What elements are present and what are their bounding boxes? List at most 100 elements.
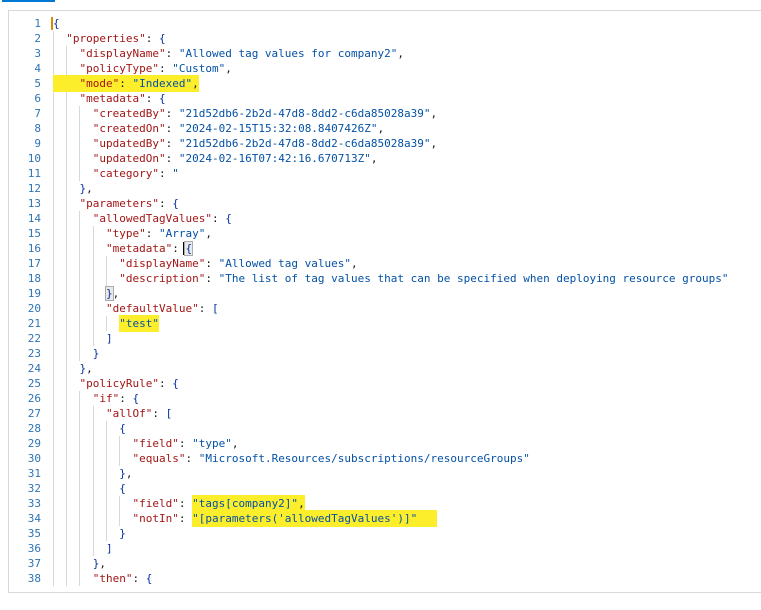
json-token: : (165, 152, 179, 165)
json-key: "updatedBy" (92, 137, 166, 150)
indent-guide (66, 241, 68, 256)
code-line: 14 "allowedTagValues": { (9, 211, 761, 226)
indent-guide (92, 421, 94, 436)
code-line: 34 "notIn": "[parameters('allowedTagValu… (9, 510, 761, 527)
json-editor[interactable]: 1{2 "properties": {3 "displayName": "All… (8, 10, 761, 593)
json-token (53, 137, 93, 150)
code-text: } (53, 526, 126, 541)
indent-guide (66, 406, 68, 421)
indent-guide (92, 226, 94, 241)
indent-guide (53, 181, 54, 196)
indent-guide (105, 271, 107, 286)
indent-guide (79, 406, 81, 421)
json-token: , (112, 287, 120, 300)
line-number: 33 (27, 497, 41, 510)
json-bracket: { (172, 377, 179, 390)
json-value: "The list of tag values that can be spec… (218, 272, 729, 285)
indent-guide (53, 511, 54, 526)
json-token: , (397, 47, 405, 60)
json-bracket: [ (211, 302, 219, 315)
indent-guide (105, 421, 107, 436)
indent-guide (53, 361, 54, 376)
json-key: "field" (132, 497, 179, 510)
indent-guide (53, 541, 54, 556)
indent-guide (66, 421, 68, 436)
code-line: 6 "metadata": { (9, 91, 761, 106)
active-tab-indicator[interactable] (2, 0, 55, 2)
json-value: "tags[company2]" (192, 495, 299, 512)
indent-guide (66, 151, 68, 166)
line-number: 2 (34, 32, 41, 45)
line-number: 11 (27, 167, 41, 180)
indent-guide (105, 256, 107, 271)
json-token (53, 527, 119, 540)
code-line: 10 "updatedOn": "2024-02-16T07:42:16.670… (9, 151, 761, 166)
code-line: 38 "then": { (9, 571, 761, 586)
code-text: "createdBy": "21d52db6-2b2d-47d8-8dd2-c6… (53, 106, 437, 121)
code-text: "displayName": "Allowed tag values", (53, 256, 358, 271)
indent-guide (79, 511, 81, 526)
line-number: 24 (27, 362, 41, 375)
line-number: 36 (27, 542, 41, 555)
code-text: "allOf": [ (53, 406, 172, 421)
json-bracket: { (132, 392, 140, 405)
code-text: "test" (53, 315, 159, 332)
indent-guide (53, 46, 54, 61)
code-text: "allowedTagValues": { (53, 211, 232, 226)
json-bracket: } (119, 527, 126, 540)
line-number: 38 (27, 572, 41, 585)
json-key: "category" (92, 167, 159, 180)
code-text: "policyType": "Custom", (53, 61, 232, 76)
line-number: 12 (27, 182, 41, 195)
json-token: : (145, 32, 159, 45)
code-line: 36 ] (9, 541, 761, 556)
indent-guide (66, 211, 68, 226)
code-text: "field": "type", (53, 436, 238, 451)
indent-guide (79, 331, 81, 346)
code-text: { (53, 16, 60, 31)
indent-guide (66, 61, 68, 76)
json-token (53, 152, 93, 165)
indent-guide (66, 361, 68, 376)
line-number: 23 (27, 347, 41, 360)
indent-guide (105, 481, 107, 496)
line-number: 34 (27, 512, 41, 525)
json-token: , (298, 495, 305, 512)
indent-guide (79, 316, 81, 331)
line-number: 1 (34, 17, 41, 30)
json-bracket: { (119, 482, 126, 495)
code-text: "then": { (53, 571, 152, 586)
indent-guide (66, 556, 68, 571)
indent-guide (92, 481, 94, 496)
indent-guide (105, 511, 107, 526)
code-text: "category": " (53, 166, 179, 181)
json-token: : (185, 452, 199, 465)
json-token: , (225, 62, 232, 75)
indent-guide (66, 181, 68, 196)
json-key: "allowedTagValues" (92, 212, 212, 225)
indent-guide (79, 151, 81, 166)
code-text: "type": "Array", (53, 226, 212, 241)
code-text: }, (53, 556, 106, 571)
json-token: , (192, 75, 199, 92)
json-value: "2024-02-15T15:32:08.8407426Z" (178, 122, 378, 135)
json-bracket: { (145, 572, 153, 585)
json-bracket: } (92, 557, 100, 570)
code-line: 19 }, (9, 286, 761, 301)
line-number: 35 (27, 527, 41, 540)
indent-guide (79, 256, 81, 271)
indent-guide (66, 286, 68, 301)
code-line: 16 "metadata": { (9, 241, 761, 256)
indent-guide (53, 496, 54, 511)
code-text: }, (53, 181, 93, 196)
indent-guide (53, 376, 54, 391)
json-bracket: { (185, 242, 193, 255)
json-key: "allOf" (105, 407, 153, 420)
json-bracket: } (79, 182, 87, 195)
code-text: ] (53, 331, 113, 346)
indent-guide (66, 541, 68, 556)
code-line: 23 } (9, 346, 761, 361)
json-key: "type" (105, 227, 146, 240)
code-line: 20 "defaultValue": [ (9, 301, 761, 316)
